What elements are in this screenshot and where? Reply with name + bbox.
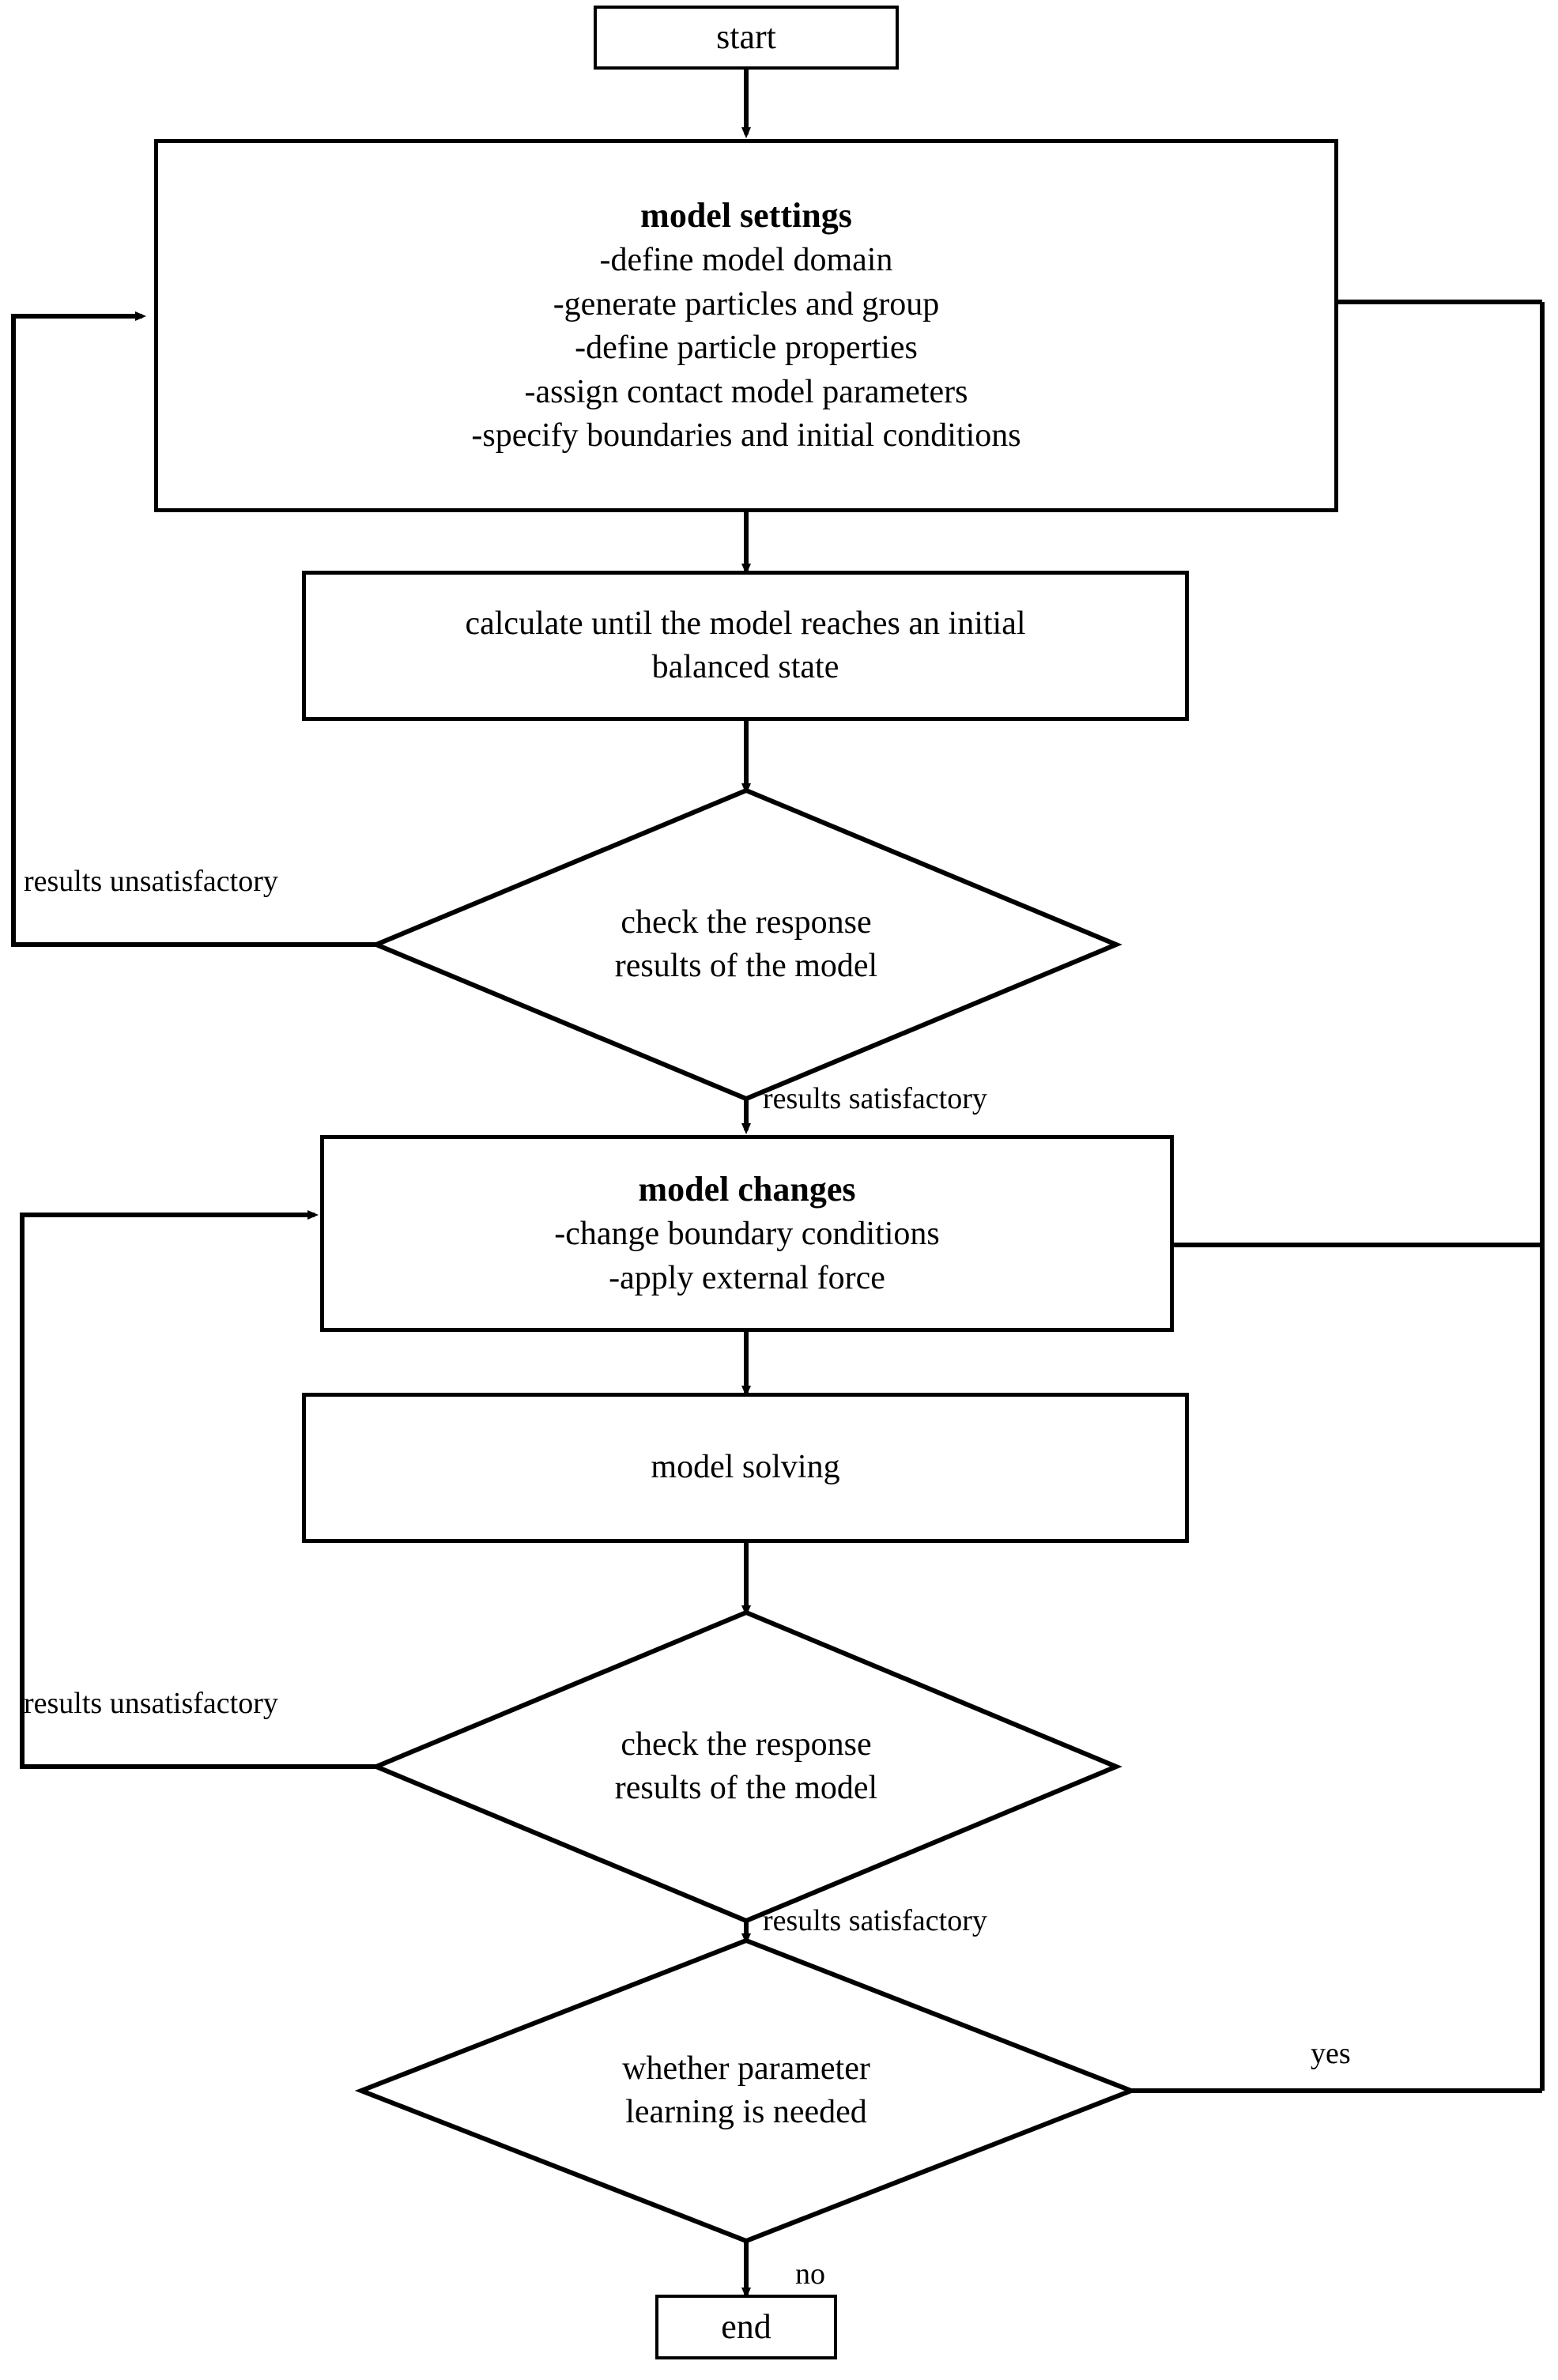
edge-label-results-satisfactory-1: results satisfactory <box>763 1082 987 1115</box>
node-calculate-balanced-state[interactable]: calculate until the model reaches an ini… <box>302 571 1189 721</box>
model-solving-label: model solving <box>651 1449 840 1486</box>
decision-diamond-2-shape <box>370 1609 1122 1924</box>
decision-diamond-3-shape <box>354 1937 1138 2244</box>
calculate-line-2: balanced state <box>651 649 839 685</box>
node-end-label: end <box>721 2306 771 2346</box>
calculate-line-1: calculate until the model reaches an ini… <box>465 605 1026 642</box>
node-model-changes[interactable]: model changes -change boundary condition… <box>320 1135 1174 1332</box>
node-model-settings[interactable]: model settings -define model domain -gen… <box>154 139 1338 512</box>
edge-label-results-unsatisfactory-2: results unsatisfactory <box>24 1687 278 1720</box>
model-settings-heading: model settings <box>640 196 852 236</box>
edge-check2-unsatisfactory-loop <box>20 1210 376 1769</box>
node-start-label: start <box>716 17 776 57</box>
model-changes-heading: model changes <box>638 1170 856 1209</box>
model-changes-item-0: -change boundary conditions <box>554 1216 940 1253</box>
model-changes-item-1: -apply external force <box>609 1259 885 1296</box>
model-settings-item-3: -assign contact model parameters <box>524 373 968 410</box>
model-settings-item-2: -define particle properties <box>575 330 918 367</box>
node-end[interactable]: end <box>655 2295 837 2359</box>
node-start[interactable]: start <box>594 6 899 70</box>
model-settings-item-1: -generate particles and group <box>553 285 940 322</box>
edge-label-yes: yes <box>1311 2037 1351 2070</box>
edge-check1-unsatisfactory-loop <box>11 311 376 947</box>
node-model-solving[interactable]: model solving <box>302 1393 1189 1543</box>
edge-label-no: no <box>795 2257 825 2291</box>
edge-label-results-unsatisfactory-1: results unsatisfactory <box>24 865 278 898</box>
model-settings-item-4: -specify boundaries and initial conditio… <box>471 417 1021 455</box>
edge-label-results-satisfactory-2: results satisfactory <box>763 1904 987 1937</box>
decision-diamond-1-shape <box>370 787 1122 1102</box>
model-settings-item-0: -define model domain <box>599 242 893 279</box>
